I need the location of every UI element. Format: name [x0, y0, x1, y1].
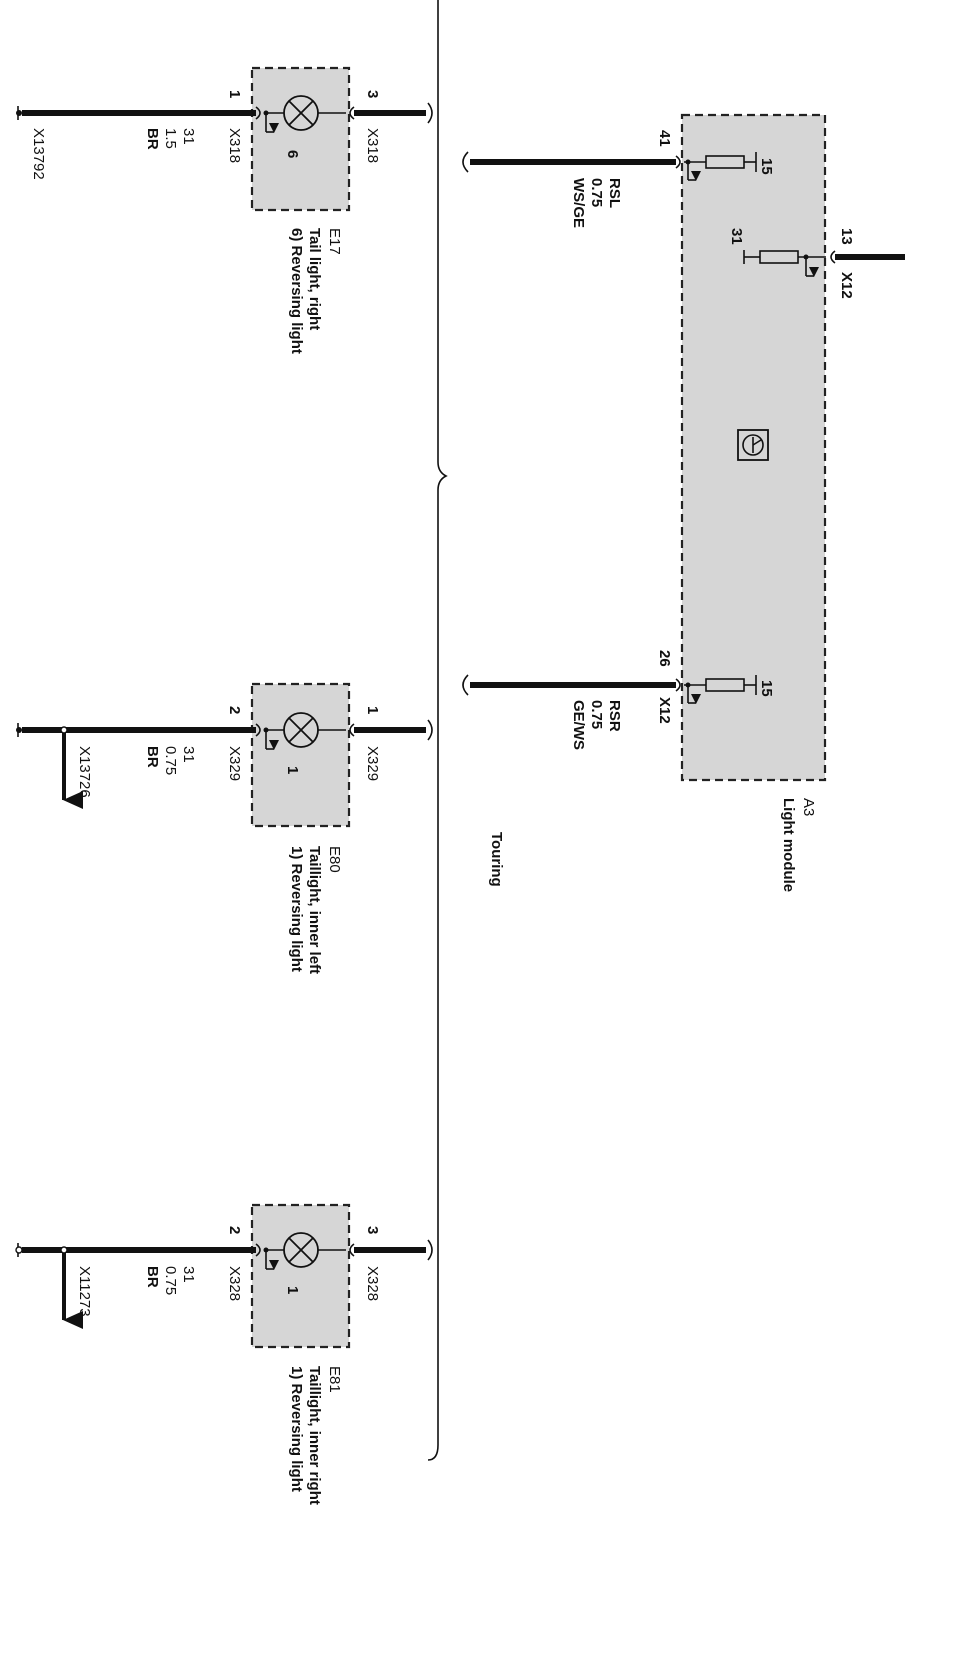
lamp-e80-conn-out: X329	[226, 746, 243, 781]
pin-26-connector: X12	[656, 697, 673, 724]
lamp-e81-name: Taillight, inner right	[306, 1366, 323, 1505]
pin-13-internal: 31	[728, 228, 745, 245]
pin-26-label: 26	[656, 650, 673, 667]
lamp-e81-wire-size: 0.75	[162, 1266, 179, 1295]
lamp-e80-function: 1) Reversing light	[288, 846, 305, 972]
lamp-e81-bulb-icon	[283, 1232, 319, 1268]
lamp-e17-name: Tail light, right	[306, 228, 323, 330]
module-name: Light module	[780, 798, 797, 892]
lamp-e17-wire-number: 31	[180, 128, 197, 145]
lamp-e17-pin-out: 1	[226, 90, 243, 98]
lamp-e80-wire-color: BR	[144, 746, 161, 768]
lamp-e17-wire-size: 1.5	[162, 128, 179, 149]
wire-rsl-size: 0.75	[588, 178, 605, 207]
lamp-e17-pin-in: 3	[364, 90, 381, 98]
lamp-e81-ref: E81	[326, 1366, 343, 1393]
module-ref: A3	[800, 798, 817, 816]
wire-rsr-signal: RSR	[606, 700, 623, 732]
lamp-e81-function: 1) Reversing light	[288, 1366, 305, 1492]
wire-rsl-signal: RSL	[606, 178, 623, 208]
lamp-e17-bulb-icon	[283, 95, 319, 131]
lamp-e81: 1 3 X328 2 X328 31 0.75 BR X11273 E81 Ta…	[15, 1203, 433, 1505]
lamp-e17: 6 3 X318 1 X318 31 1.5 BR X13792 E17 Tai…	[16, 66, 433, 354]
lamp-e81-pin-in: 3	[364, 1226, 381, 1234]
lamp-e81-wire-number: 31	[180, 1266, 197, 1283]
lamp-e80-wire-size: 0.75	[162, 746, 179, 775]
lamp-e80-ref: E80	[326, 846, 343, 873]
lamp-e81-pin-out: 2	[226, 1226, 243, 1234]
lamp-e81-bulb-number: 1	[284, 1286, 301, 1294]
lamp-e17-box	[250, 66, 351, 212]
lamp-e80-conn-in: X329	[364, 746, 381, 781]
lamp-e80-pin-out: 2	[226, 706, 243, 714]
lamp-e17-wire-color: BR	[144, 128, 161, 150]
lamp-e17-conn-in: X318	[364, 128, 381, 163]
wire-rsr-color: GE/WS	[570, 700, 587, 750]
light-module-symbol-icon	[737, 429, 769, 461]
pin-13-label: 13	[838, 228, 855, 245]
pin-26-internal: 15	[758, 680, 775, 697]
lamp-e17-function: 6) Reversing light	[288, 228, 305, 354]
lamp-e81-wire-color: BR	[144, 1266, 161, 1288]
pin-41-internal: 15	[758, 158, 775, 175]
lamp-e80-wire-number: 31	[180, 746, 197, 763]
wire-rsl-color: WS/GE	[570, 178, 587, 228]
light-module-a3: 41 15 RSL 0.75 WS/GE 13 31 X12	[462, 113, 905, 892]
lamp-e80-bulb-number: 1	[284, 766, 301, 774]
lamp-e81-conn-out: X328	[226, 1266, 243, 1301]
lamp-e80-box	[250, 682, 351, 828]
lamp-e80-ground-ref: X13726	[76, 746, 93, 798]
lamp-e81-ground-ref: X11273	[76, 1266, 93, 1317]
lamp-e17-ref: E17	[326, 228, 343, 255]
group-label-touring: Touring	[488, 832, 505, 887]
lamp-e81-box	[250, 1203, 351, 1349]
lamp-e80-pin-in: 1	[364, 706, 381, 714]
lamp-e80-bulb-icon	[283, 712, 319, 748]
pin-41-label: 41	[656, 130, 673, 147]
pin-13-connector: X12	[838, 272, 855, 299]
lamp-e81-conn-in: X328	[364, 1266, 381, 1301]
lamp-e17-conn-out: X318	[226, 128, 243, 163]
lamp-e80-name: Taillight, inner left	[306, 846, 323, 974]
lamp-e17-bulb-number: 6	[284, 150, 301, 158]
lamp-e80: 1 1 X329 2 X329 31 0.75 BR X13726 E80 Ta…	[16, 682, 433, 974]
group-brace	[427, 0, 448, 1461]
lamp-e17-ground-ref: X13792	[30, 128, 47, 180]
wire-rsr-size: 0.75	[588, 700, 605, 729]
